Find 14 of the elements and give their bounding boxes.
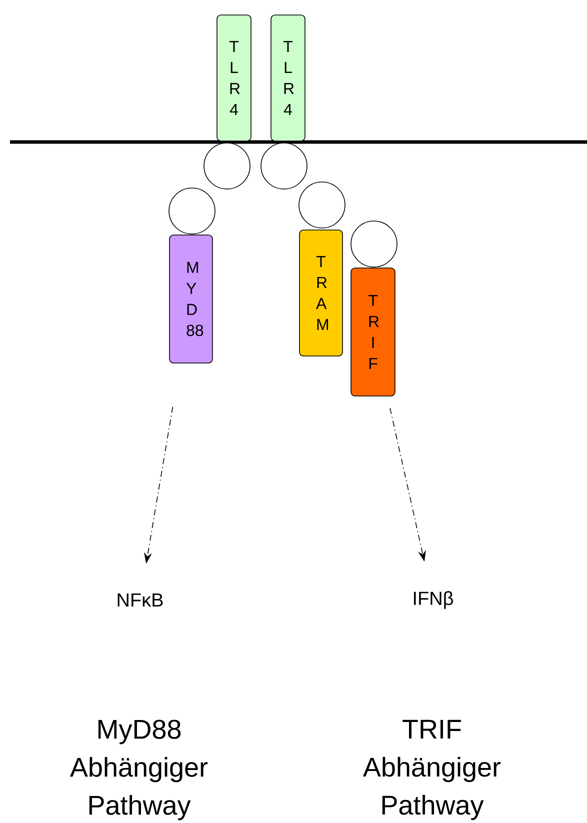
receptor-box: T L R 4	[270, 14, 306, 142]
domain-circle	[168, 188, 216, 234]
domain-circle	[260, 142, 308, 190]
product-label: NFκB	[118, 593, 163, 607]
pathway-label: TRIF Abhängiger Pathway	[362, 720, 501, 820]
pathway-label: MyD88 Abhängiger Pathway	[70, 720, 208, 820]
product-label: IFNβ	[414, 591, 453, 609]
domain-circle	[298, 182, 346, 228]
adaptor-box: T R A M	[299, 230, 343, 356]
domain-circle	[350, 220, 398, 268]
domain-circle	[204, 142, 250, 190]
receptor-box: T L R 4	[216, 14, 252, 142]
adaptor-box: M Y D 88	[169, 234, 213, 364]
adaptor-box: T R I F	[350, 268, 396, 396]
